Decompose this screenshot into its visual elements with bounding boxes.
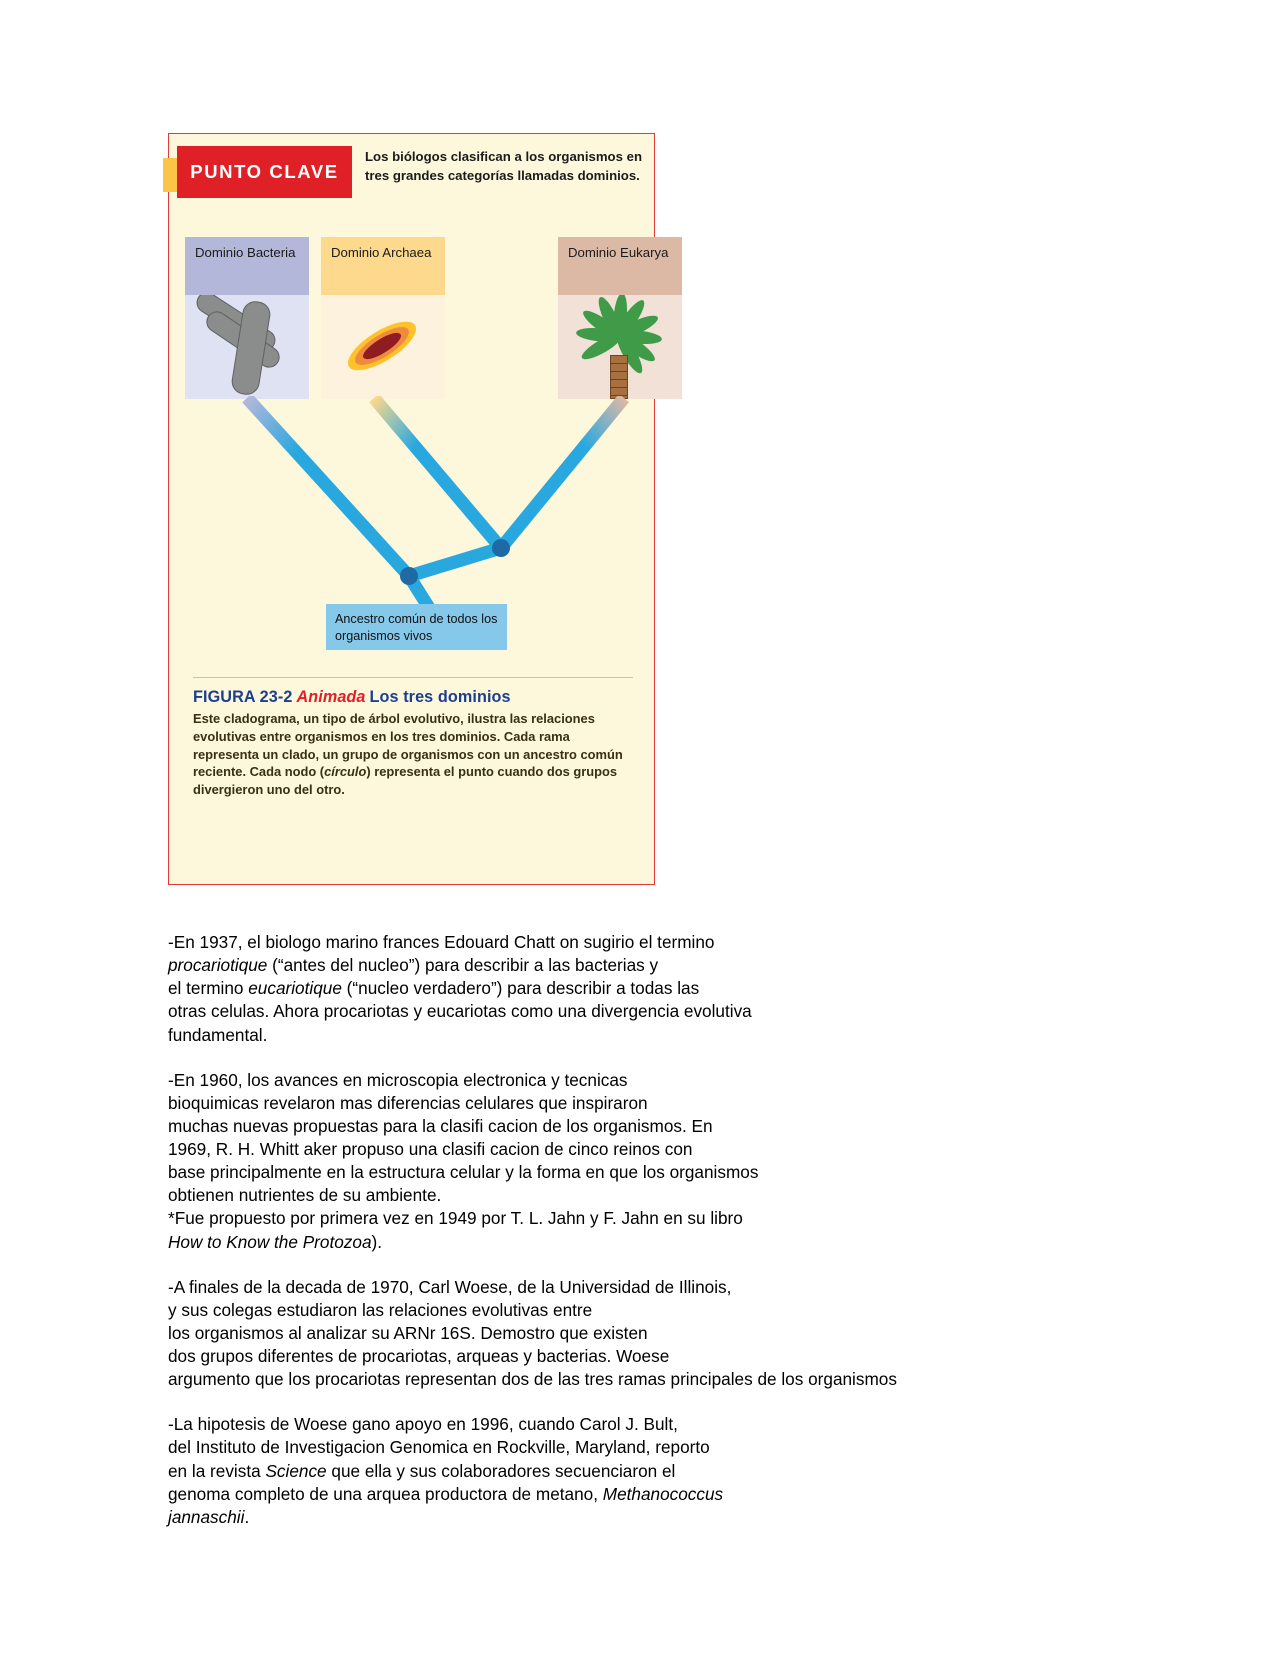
caption-divider [193, 677, 633, 678]
punto-clave-text: Los biólogos clasifican a los organismos… [365, 149, 643, 183]
branch-bacteria [242, 396, 414, 581]
node-archaea-eukarya [492, 539, 510, 557]
branch-internal [407, 541, 503, 583]
caption-figure-number: FIGURA 23-2 [193, 688, 293, 706]
note-paragraph-bult: -La hipotesis de Woese gano apoyo en 199… [168, 1414, 724, 1527]
punto-clave-badge-label: PUNTO CLAVE [190, 161, 339, 182]
figure-panel: PUNTO CLAVE Los biólogos clasifican a lo… [163, 133, 682, 885]
node-root [400, 567, 418, 585]
punto-clave-header: PUNTO CLAVE Los biólogos clasifican a lo… [163, 146, 656, 208]
domain-label-eukarya: Dominio Eukarya [558, 237, 682, 295]
palm-tree-icon [558, 295, 682, 399]
archaea-cell-icon [321, 295, 445, 399]
caption-body-italic: círculo [324, 764, 367, 780]
caption-body: Este cladograma, un tipo de árbol evolut… [193, 710, 637, 799]
caption-body-part1: Este cladograma, un tipo de árbol evolut… [193, 711, 623, 780]
branch-eukarya [495, 396, 630, 553]
bacteria-rods-icon [185, 295, 309, 399]
domain-panel-bacteria: Dominio Bacteria [185, 237, 309, 399]
branch-archaea [369, 396, 506, 553]
note-paragraph-1937: -En 1937, el biologo marino frances Edou… [168, 932, 752, 1045]
ancestor-label-box: Ancestro común de todos los organismos v… [326, 604, 507, 650]
caption-animada-tag: Animada [296, 688, 366, 706]
domain-panel-eukarya: Dominio Eukarya [558, 237, 682, 399]
note-paragraph-1960: -En 1960, los avances en microscopia ele… [168, 1069, 759, 1252]
caption-title-text: Los tres dominios [369, 688, 511, 706]
notes-body: -En 1937, el biologo marino frances Edou… [168, 931, 1168, 1529]
domain-label-archaea: Dominio Archaea [321, 237, 445, 295]
domain-label-bacteria: Dominio Bacteria [185, 237, 309, 295]
cladogram-diagram [169, 396, 656, 654]
note-paragraph-woese: -A finales de la decada de 1970, Carl Wo… [168, 1276, 897, 1390]
caption-body-part2: ) representa el punto cuando dos grupos … [193, 764, 618, 798]
domain-panel-archaea: Dominio Archaea [321, 237, 445, 399]
punto-clave-banner: PUNTO CLAVE [177, 146, 352, 198]
